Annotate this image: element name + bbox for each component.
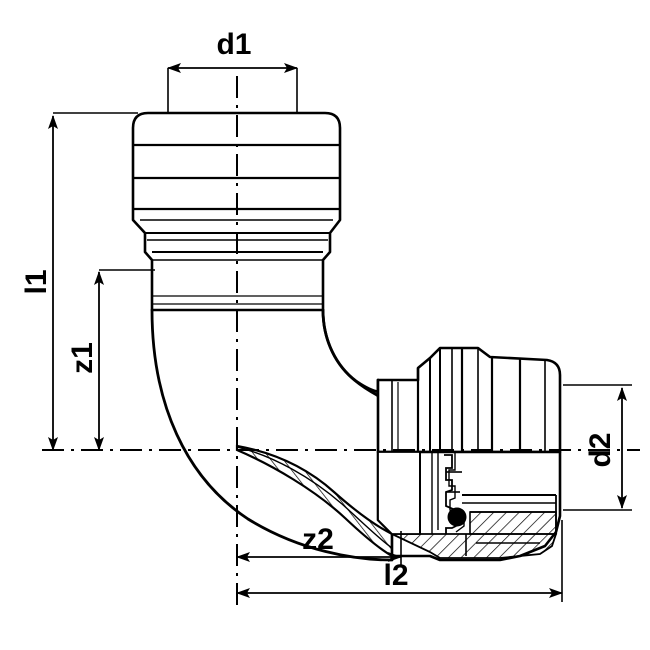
section-hatching [391,533,558,559]
right-socket-section [376,450,562,562]
dimension-z2: z2 [236,523,402,566]
dimension-label-z2: z2 [302,523,334,556]
o-ring-icon [447,507,467,527]
fitting-body [131,111,562,562]
dimension-d2: d2 [563,384,632,511]
right-socket-outline [376,346,562,454]
dimension-label-l1: l1 [20,269,53,294]
bend-bore-line [236,446,393,549]
dimension-z1: z1 [66,269,155,451]
dimension-l2: l2 [236,520,563,602]
grip-ring-detail [444,454,461,534]
dimension-d1: d1 [167,28,298,112]
dimension-label-d2: d2 [584,432,617,467]
elbow-bend [150,308,394,562]
dimension-label-l2: l2 [383,559,408,592]
bend-throat-curve [321,308,381,394]
section-hatching [469,511,557,535]
right-socket-upper [376,346,562,454]
section-shoulder [377,451,421,535]
bend-inner-curve [321,308,381,398]
dimension-l1: l1 [20,112,138,451]
dimension-label-d1: d1 [216,28,251,61]
dimension-label-z1: z1 [66,342,99,374]
centerlines [42,76,640,605]
